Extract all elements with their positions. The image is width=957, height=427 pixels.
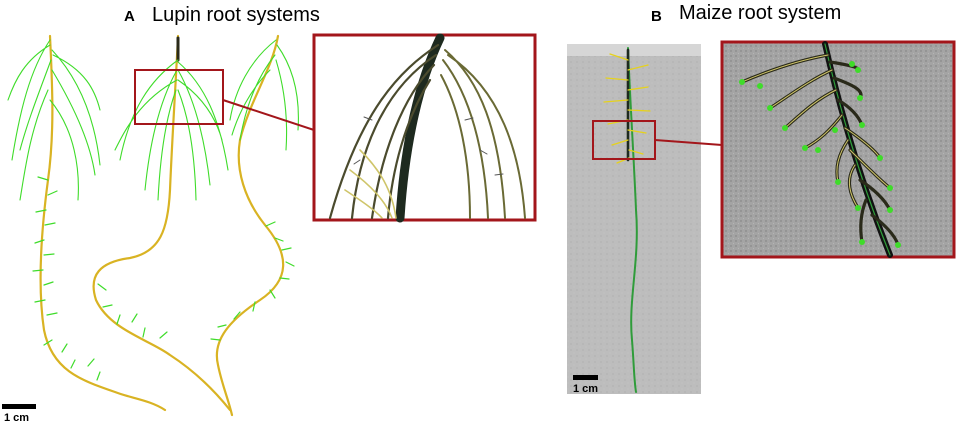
panel-b-scale-label: 1 cm [573,383,599,395]
maize-root-system-image [567,44,723,394]
panel-a-title: Lupin root systems [152,4,320,26]
panel-a-scale-label: 1 cm [4,412,30,424]
root-tip-markers [739,61,901,248]
lupin-root-3 [210,34,299,417]
lupin-callout-box [134,69,224,125]
lupin-zoom-inset [312,33,537,223]
panel-b-scale-bar [573,375,598,380]
panel-b-letter: B [651,8,662,25]
lupin-callout-connector [222,99,315,131]
maize-callout-connector [654,139,723,146]
panel-a-letter: A [124,8,135,25]
lupin-root-2 [92,34,232,412]
panel-a-scale-bar [2,404,36,409]
lupin-root-systems-image [7,34,315,417]
panel-b-title: Maize root system [679,2,842,24]
maize-zoom-inset [720,40,956,259]
lupin-root-1 [7,34,167,412]
